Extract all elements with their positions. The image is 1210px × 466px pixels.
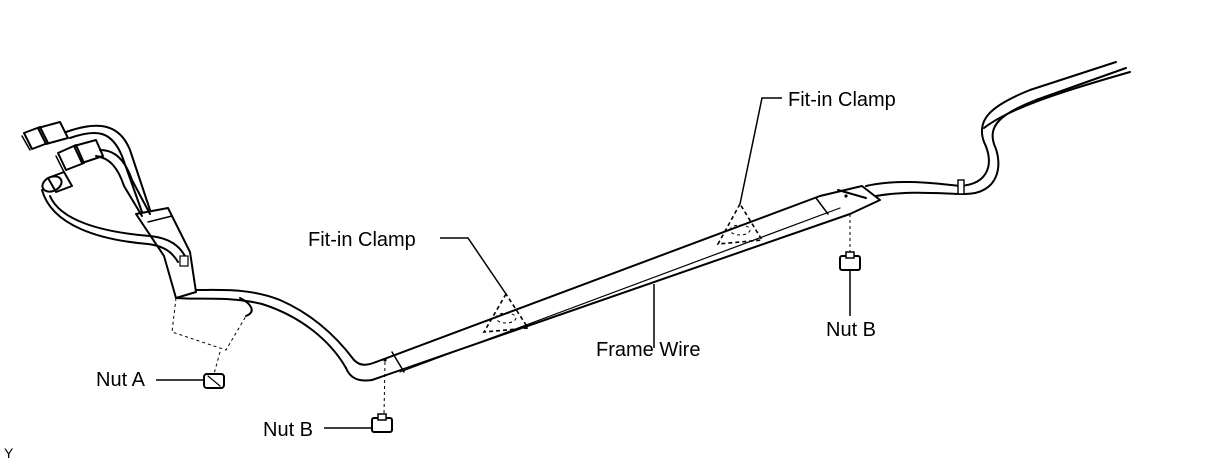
frame-wire-label: Frame Wire xyxy=(596,339,700,361)
fit-in-clamp-lower-label: Fit-in Clamp xyxy=(308,229,416,251)
nut-a xyxy=(203,373,225,389)
fit-in-clamp-upper-symbol xyxy=(716,202,764,245)
nut-b-right xyxy=(839,251,861,271)
right-wires xyxy=(865,61,1131,197)
connector-group xyxy=(21,121,104,193)
left-bracket xyxy=(135,207,197,299)
fit-in-clamp-lower-symbol xyxy=(482,292,530,333)
figure-code: Y xyxy=(4,445,14,461)
fit-in-clamp-upper-label: Fit-in Clamp xyxy=(788,89,896,111)
leader-lines xyxy=(156,97,851,429)
nut-a-label: Nut A xyxy=(96,369,146,391)
nut-b-left-label: Nut B xyxy=(263,419,313,441)
connector-2 xyxy=(55,139,104,173)
connector-3 xyxy=(41,171,73,193)
frame-wire xyxy=(175,185,881,382)
nut-b-left xyxy=(371,413,393,433)
connector-1 xyxy=(21,121,69,151)
alignment-lines xyxy=(171,214,851,415)
nut-b-right-label: Nut B xyxy=(826,319,876,341)
harness-wires xyxy=(41,124,187,263)
